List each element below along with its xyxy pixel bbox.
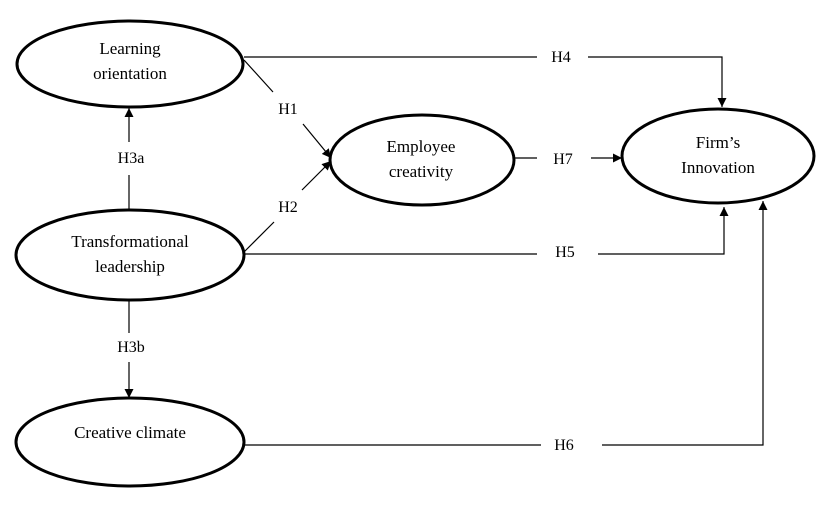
node-employee-creativity-line-2: creativity (389, 162, 454, 181)
node-creative-climate: Creative climate (14, 396, 246, 488)
edge-h7: H7 (514, 151, 622, 168)
node-creative-climate-line-1: Creative climate (74, 423, 186, 442)
edge-label-h3b: H3b (117, 339, 145, 356)
node-learning-orientation-line-2: orientation (93, 64, 167, 83)
node-transformational-leadership-line-1: Transformational (71, 232, 189, 251)
node-employee-creativity: Employee creativity (328, 113, 516, 207)
edge-h6: H6 (244, 201, 768, 454)
edge-h5: H5 (244, 207, 729, 261)
node-firms-innovation: Firm’s Innovation (620, 107, 816, 205)
edge-h1: H1 (243, 59, 332, 159)
node-employee-creativity-line-1: Employee (387, 137, 456, 156)
edge-label-h5: H5 (555, 244, 575, 261)
node-firms-innovation-line-1: Firm’s (696, 133, 740, 152)
node-firms-innovation-line-2: Innovation (681, 158, 755, 177)
node-learning-orientation: Learning orientation (15, 19, 245, 109)
node-learning-orientation-line-1: Learning (99, 39, 161, 58)
edge-label-h4: H4 (551, 49, 571, 66)
edge-label-h7: H7 (553, 151, 573, 168)
edge-label-h2: H2 (278, 199, 298, 216)
edge-h3b: H3b (117, 300, 145, 398)
edge-h2: H2 (243, 160, 332, 253)
edge-h3a: H3a (118, 108, 145, 210)
edge-label-h1: H1 (278, 101, 298, 118)
node-transformational-leadership: Transformational leadership (14, 208, 246, 302)
edge-h4: H4 (244, 49, 727, 107)
edge-label-h6: H6 (554, 437, 574, 454)
edge-label-h3a: H3a (118, 150, 145, 167)
node-transformational-leadership-line-2: leadership (95, 257, 165, 276)
